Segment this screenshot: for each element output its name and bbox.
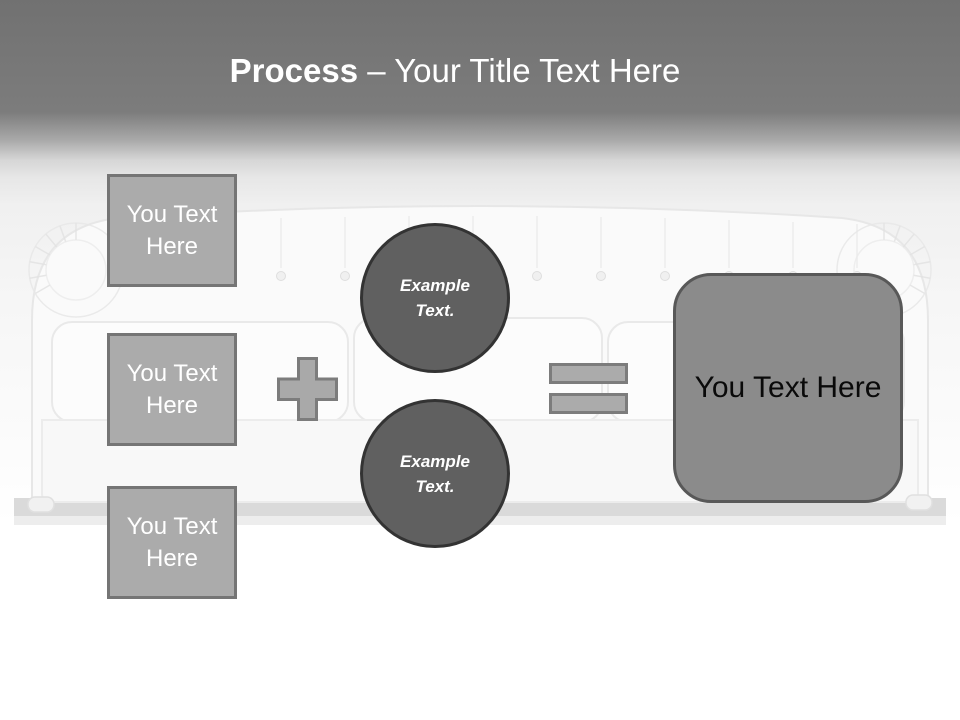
result-box[interactable]: You Text Here [673, 273, 903, 503]
placeholder-box-2[interactable]: You Text Here [107, 333, 237, 446]
example-circle-2[interactable]: Example Text. [360, 399, 510, 548]
equals-bar-bottom [549, 393, 628, 414]
title-keyword: Process [229, 52, 359, 89]
example-circle-1-label: Example Text. [400, 276, 470, 320]
slide-title[interactable]: Process – Your Title Text Here [0, 49, 935, 93]
placeholder-box-1-label: You Text Here [126, 200, 218, 260]
equals-bar-top [549, 363, 628, 384]
title-rest: – Your Title Text Here [358, 52, 681, 89]
placeholder-box-3[interactable]: You Text Here [107, 486, 237, 599]
placeholder-box-1[interactable]: You Text Here [107, 174, 237, 287]
sofa-tufted-back [152, 216, 858, 268]
result-box-label: You Text Here [694, 371, 882, 404]
example-circle-2-label: Example Text. [400, 451, 470, 496]
placeholder-box-3-label: You Text Here [126, 512, 218, 572]
equals-icon[interactable] [549, 363, 628, 414]
plus-icon[interactable] [277, 357, 338, 421]
example-circle-1[interactable]: Example Text. [360, 223, 510, 373]
placeholder-box-2-label: You Text Here [126, 359, 218, 419]
